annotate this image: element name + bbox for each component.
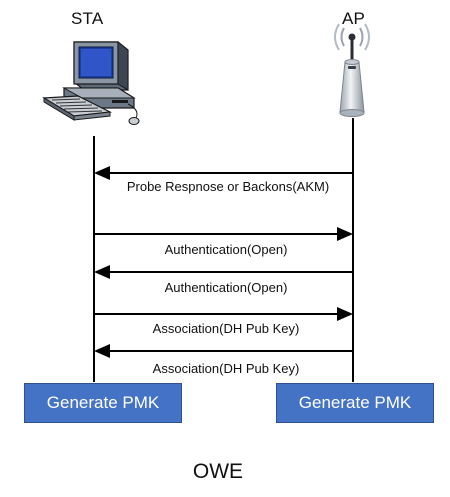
- sta-generate-pmk-box: Generate PMK: [24, 383, 182, 423]
- ap-label: AP: [342, 9, 366, 28]
- message-arrow-4: [94, 307, 353, 321]
- message-arrow-3: [94, 265, 353, 279]
- diagram-caption: OWE: [192, 460, 244, 483]
- message-label-3: Authentication(Open): [164, 280, 288, 295]
- message-label-2: Authentication(Open): [164, 242, 288, 257]
- message-arrow-2: [94, 227, 353, 241]
- sta-generate-pmk-label: Generate PMK: [46, 393, 160, 412]
- message-arrow-1: [94, 166, 353, 180]
- ap-lifeline: [352, 118, 354, 382]
- message-label-1: Probe Respnose or Backons(AKM): [126, 179, 330, 194]
- message-label-4: Association(DH Pub Key): [152, 321, 300, 336]
- message-arrow-5: [94, 344, 353, 358]
- ap-generate-pmk-label: Generate PMK: [298, 393, 412, 412]
- message-label-5: Association(DH Pub Key): [152, 361, 300, 376]
- sta-lifeline: [93, 136, 95, 382]
- ap-generate-pmk-box: Generate PMK: [276, 383, 434, 423]
- sta-label: STA: [71, 9, 104, 28]
